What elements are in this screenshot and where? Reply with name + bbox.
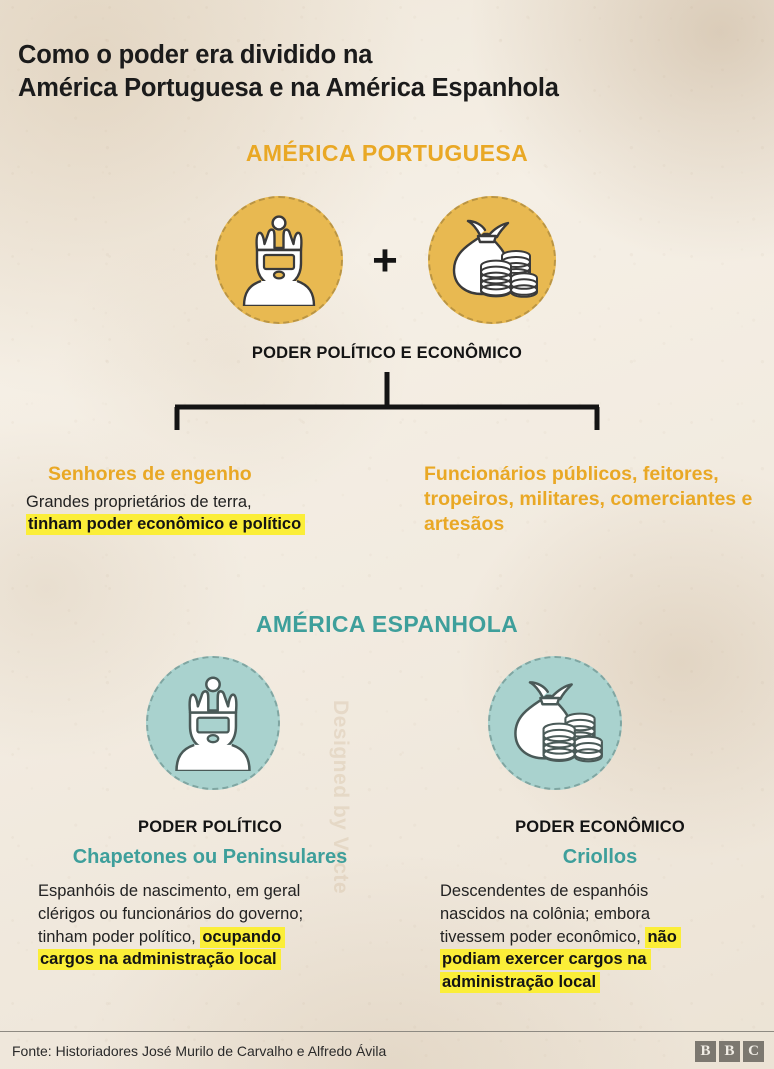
branch-body-line-highlighted: tinham poder econômico e político bbox=[26, 514, 306, 536]
king-icon bbox=[167, 675, 259, 771]
spanish-group-chapetones: Chapetones ou Peninsulares bbox=[72, 846, 348, 868]
spanish-economic-power-icon-circle bbox=[488, 656, 622, 790]
plus-icon: + bbox=[372, 236, 398, 285]
body-line-highlighted: ocupando bbox=[200, 926, 286, 948]
portuguese-political-power-icon-circle bbox=[215, 196, 343, 324]
portuguese-power-label: PODER POLÍTICO E ECONÔMICO bbox=[251, 344, 523, 362]
bracket-connector bbox=[174, 372, 600, 430]
branch-body-line: Grandes proprietários de terra, bbox=[26, 492, 252, 511]
page-title-line-1: Como o poder era dividido na bbox=[18, 41, 373, 70]
branch-heading-funcionarios-publicos: Funcionários públicos, feitores, tropeir… bbox=[424, 462, 760, 537]
bbc-logo: B B C bbox=[695, 1041, 764, 1062]
body-line-plain: nascidos na colônia; embora bbox=[440, 904, 651, 923]
spanish-body-chapetones: Espanhóis de nascimento, em geral clérig… bbox=[24, 880, 396, 971]
branch-heading-line: Funcionários públicos, bbox=[424, 463, 638, 485]
spanish-group-criollos: Criollos bbox=[562, 846, 638, 868]
bbc-logo-letter: B bbox=[695, 1041, 716, 1062]
portuguese-branch-left: Senhores de engenho Grandes proprietário… bbox=[26, 462, 406, 536]
body-line-plain: tinham poder político, bbox=[38, 927, 201, 946]
body-line-highlighted: podiam exercer cargos na bbox=[440, 949, 651, 971]
page-title: Como o poder era dividido na América Por… bbox=[18, 39, 762, 105]
body-line-highlighted: administração local bbox=[440, 972, 601, 994]
body-line-highlighted: cargos na administração local bbox=[38, 949, 281, 971]
spanish-economic-power-label: PODER ECONÔMICO bbox=[515, 818, 685, 836]
branch-heading-line: feitores, tropeiros, militares, bbox=[424, 463, 719, 510]
body-line-plain: clérigos ou funcionários do governo; bbox=[38, 904, 304, 923]
body-line-highlighted: não bbox=[645, 926, 681, 948]
source-credit: Fonte: Historiadores José Murilo de Carv… bbox=[12, 1043, 387, 1059]
money-bag-icon bbox=[444, 216, 540, 304]
portuguese-branch-right: Funcionários públicos, feitores, tropeir… bbox=[424, 462, 760, 537]
page-title-line-2: América Portuguesa e na América Espanhol… bbox=[18, 74, 559, 103]
body-line-plain: Espanhóis de nascimento, em geral bbox=[38, 882, 301, 900]
body-line-plain: Descendentes de espanhóis bbox=[440, 882, 649, 900]
bbc-logo-letter: C bbox=[743, 1041, 764, 1062]
king-icon bbox=[235, 214, 323, 306]
bbc-logo-letter: B bbox=[719, 1041, 740, 1062]
footer-divider bbox=[0, 1031, 774, 1032]
money-bag-icon bbox=[505, 677, 605, 769]
branch-heading-senhores-de-engenho: Senhores de engenho bbox=[48, 463, 252, 485]
spanish-column-political: PODER POLÍTICO Chapetones ou Peninsulare… bbox=[24, 818, 396, 971]
body-line-plain: tivessem poder econômico, bbox=[440, 927, 646, 946]
spanish-body-criollos: Descendentes de espanhóis nascidos na co… bbox=[430, 880, 770, 994]
section-title-portuguese-america: AMÉRICA PORTUGUESA bbox=[245, 140, 529, 166]
branch-body-senhores-de-engenho: Grandes proprietários de terra, tinham p… bbox=[26, 491, 406, 536]
spanish-political-power-label: PODER POLÍTICO bbox=[138, 818, 282, 836]
spanish-political-power-icon-circle bbox=[146, 656, 280, 790]
branch-heading-line: comerciantes e artesãos bbox=[424, 487, 753, 535]
spanish-column-economic: PODER ECONÔMICO Criollos Descendentes de… bbox=[430, 818, 770, 994]
portuguese-economic-power-icon-circle bbox=[428, 196, 556, 324]
section-title-spanish-america: AMÉRICA ESPANHOLA bbox=[255, 611, 519, 637]
